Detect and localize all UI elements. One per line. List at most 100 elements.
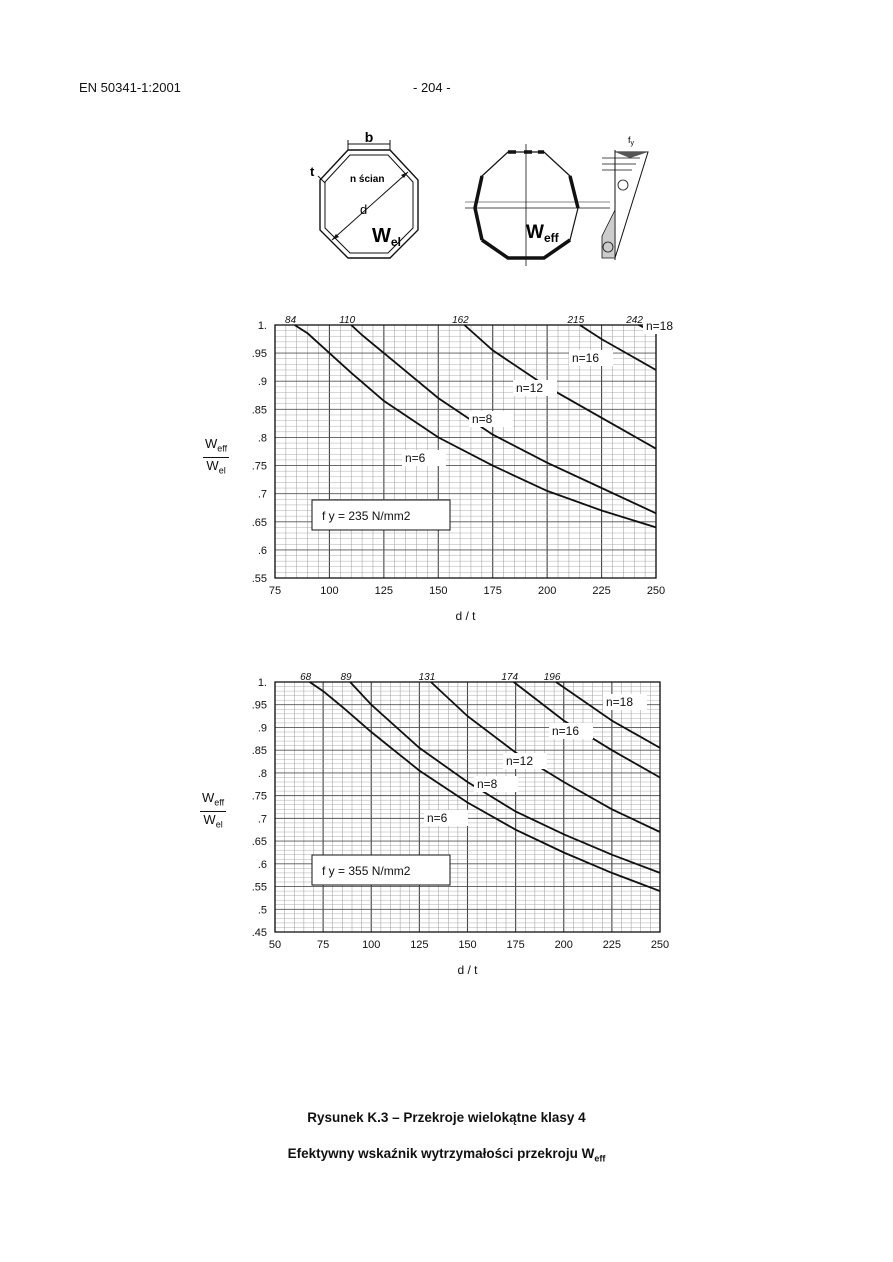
x-tick-label: 125 — [375, 585, 393, 597]
series-label: n=18 — [646, 319, 673, 333]
series-label: n=12 — [516, 381, 543, 395]
series-label: n=16 — [572, 351, 599, 365]
annotation-text: f y = 235 N/mm2 — [322, 509, 411, 523]
y-tick-label: .5 — [258, 904, 267, 916]
b-label: b — [365, 130, 374, 145]
annotation-box — [311, 499, 451, 531]
weff-section-diagram: Weff — [465, 144, 610, 266]
series-label: n=6 — [427, 811, 448, 825]
series-line-n=6 — [294, 324, 657, 529]
y-tick-label: .75 — [252, 461, 267, 473]
x-tick-label: 225 — [603, 939, 621, 951]
y-tick-label: .8 — [258, 432, 267, 444]
series-label-bg — [402, 450, 446, 466]
annotation-text: f y = 355 N/mm2 — [322, 864, 411, 878]
y-tick-label: .75 — [252, 791, 267, 803]
limit-label: 131 — [419, 672, 436, 683]
x-axis-label: d / t — [457, 963, 478, 977]
limit-label: 162 — [452, 315, 469, 326]
series-label: n=16 — [552, 724, 579, 738]
y-tick-label: .6 — [258, 545, 267, 557]
y-tick-label: .8 — [258, 768, 267, 780]
plot-frame — [274, 681, 661, 933]
series-label: n=12 — [506, 754, 533, 768]
y-tick-label: .65 — [252, 836, 267, 848]
x-tick-label: 50 — [269, 939, 281, 951]
y-tick-label: .7 — [258, 813, 267, 825]
figure-caption: Rysunek K.3 – Przekroje wielokątne klasy… — [307, 1110, 586, 1125]
limit-label: 242 — [625, 315, 643, 326]
limit-label: 84 — [285, 315, 297, 326]
series-label: n=18 — [606, 695, 633, 709]
x-tick-label: 125 — [410, 939, 428, 951]
y-tick-label: .85 — [252, 404, 267, 416]
limit-label: 215 — [566, 315, 584, 326]
fy-label: fy — [628, 135, 635, 147]
x-tick-label: 200 — [538, 585, 556, 597]
y-tick-label: .9 — [258, 722, 267, 734]
wel-label: Wel — [372, 225, 401, 249]
series-label: n=8 — [477, 777, 498, 791]
series-label-bg — [513, 380, 557, 396]
y-tick-label: .65 — [252, 517, 267, 529]
series-label: n=6 — [405, 451, 426, 465]
y-tick-label: .95 — [252, 700, 267, 712]
x-tick-label: 100 — [362, 939, 380, 951]
page-number: - 204 - — [413, 80, 451, 95]
series-line-n=8 — [349, 681, 661, 874]
series-label-bg — [569, 350, 613, 366]
t-label: t — [310, 164, 315, 179]
limit-label: 196 — [544, 672, 561, 683]
document-id: EN 50341-1:2001 — [79, 80, 181, 95]
series-label-bg — [603, 694, 647, 710]
x-tick-label: 250 — [651, 939, 669, 951]
y-tick-label: .7 — [258, 489, 267, 501]
figure-subcaption: Efektywny wskaźnik wytrzymałości przekro… — [287, 1146, 606, 1164]
limit-label: 89 — [341, 672, 353, 683]
y-tick-label: .85 — [252, 745, 267, 757]
limit-label: 110 — [339, 315, 355, 326]
y-tick-label: .55 — [252, 573, 267, 585]
limit-label: 68 — [300, 672, 312, 683]
faces-label: n ścian — [350, 174, 384, 185]
x-tick-label: 200 — [555, 939, 573, 951]
chart-fy355: 50 75 100 125 150 175 200 225 250 1. .95 .9 .85 .8 .75… — [252, 672, 669, 977]
series-label-bg — [469, 411, 513, 427]
y-tick-label: 1. — [258, 677, 267, 689]
x-tick-label: 150 — [429, 585, 447, 597]
series-label: n=8 — [472, 412, 493, 426]
series-line-n=8 — [350, 324, 657, 515]
series-label-bg — [503, 753, 547, 769]
series-label-bg — [424, 810, 468, 826]
x-tick-label: 100 — [320, 585, 338, 597]
x-tick-label: 250 — [647, 585, 665, 597]
series-line-n=18 — [555, 681, 661, 749]
y-tick-label: .6 — [258, 859, 267, 871]
x-tick-label: 150 — [458, 939, 476, 951]
series-label-bg — [643, 318, 687, 334]
x-tick-label: 225 — [592, 585, 610, 597]
series-line-n=16 — [579, 324, 657, 371]
chart-fy235: 75 100 125 150 175 200 225 250 1. .95 .9 .85 .8 .75 .7… — [252, 315, 687, 623]
y-tick-label: .9 — [258, 376, 267, 388]
y-tick-label: .95 — [252, 348, 267, 360]
stress-distribution-diagram: fy — [601, 135, 649, 260]
series-label-bg — [474, 776, 518, 792]
wel-section-diagram: b t n ścian d Wel — [310, 130, 419, 259]
annotation-box — [311, 854, 451, 886]
x-tick-label: 75 — [269, 585, 281, 597]
y-tick-label: 1. — [258, 320, 267, 332]
series-line-n=6 — [309, 681, 661, 892]
x-tick-label: 175 — [484, 585, 502, 597]
x-tick-label: 175 — [506, 939, 524, 951]
y-tick-label: .45 — [252, 927, 267, 939]
y-tick-label: .55 — [252, 882, 267, 894]
d-label: d — [360, 202, 367, 217]
weff-label: Weff — [526, 222, 560, 245]
x-axis-label: d / t — [455, 609, 476, 623]
limit-label: 174 — [501, 672, 518, 683]
section-diagrams: b t n ścian d Wel Weff fy — [310, 130, 649, 266]
x-tick-label: 75 — [317, 939, 329, 951]
